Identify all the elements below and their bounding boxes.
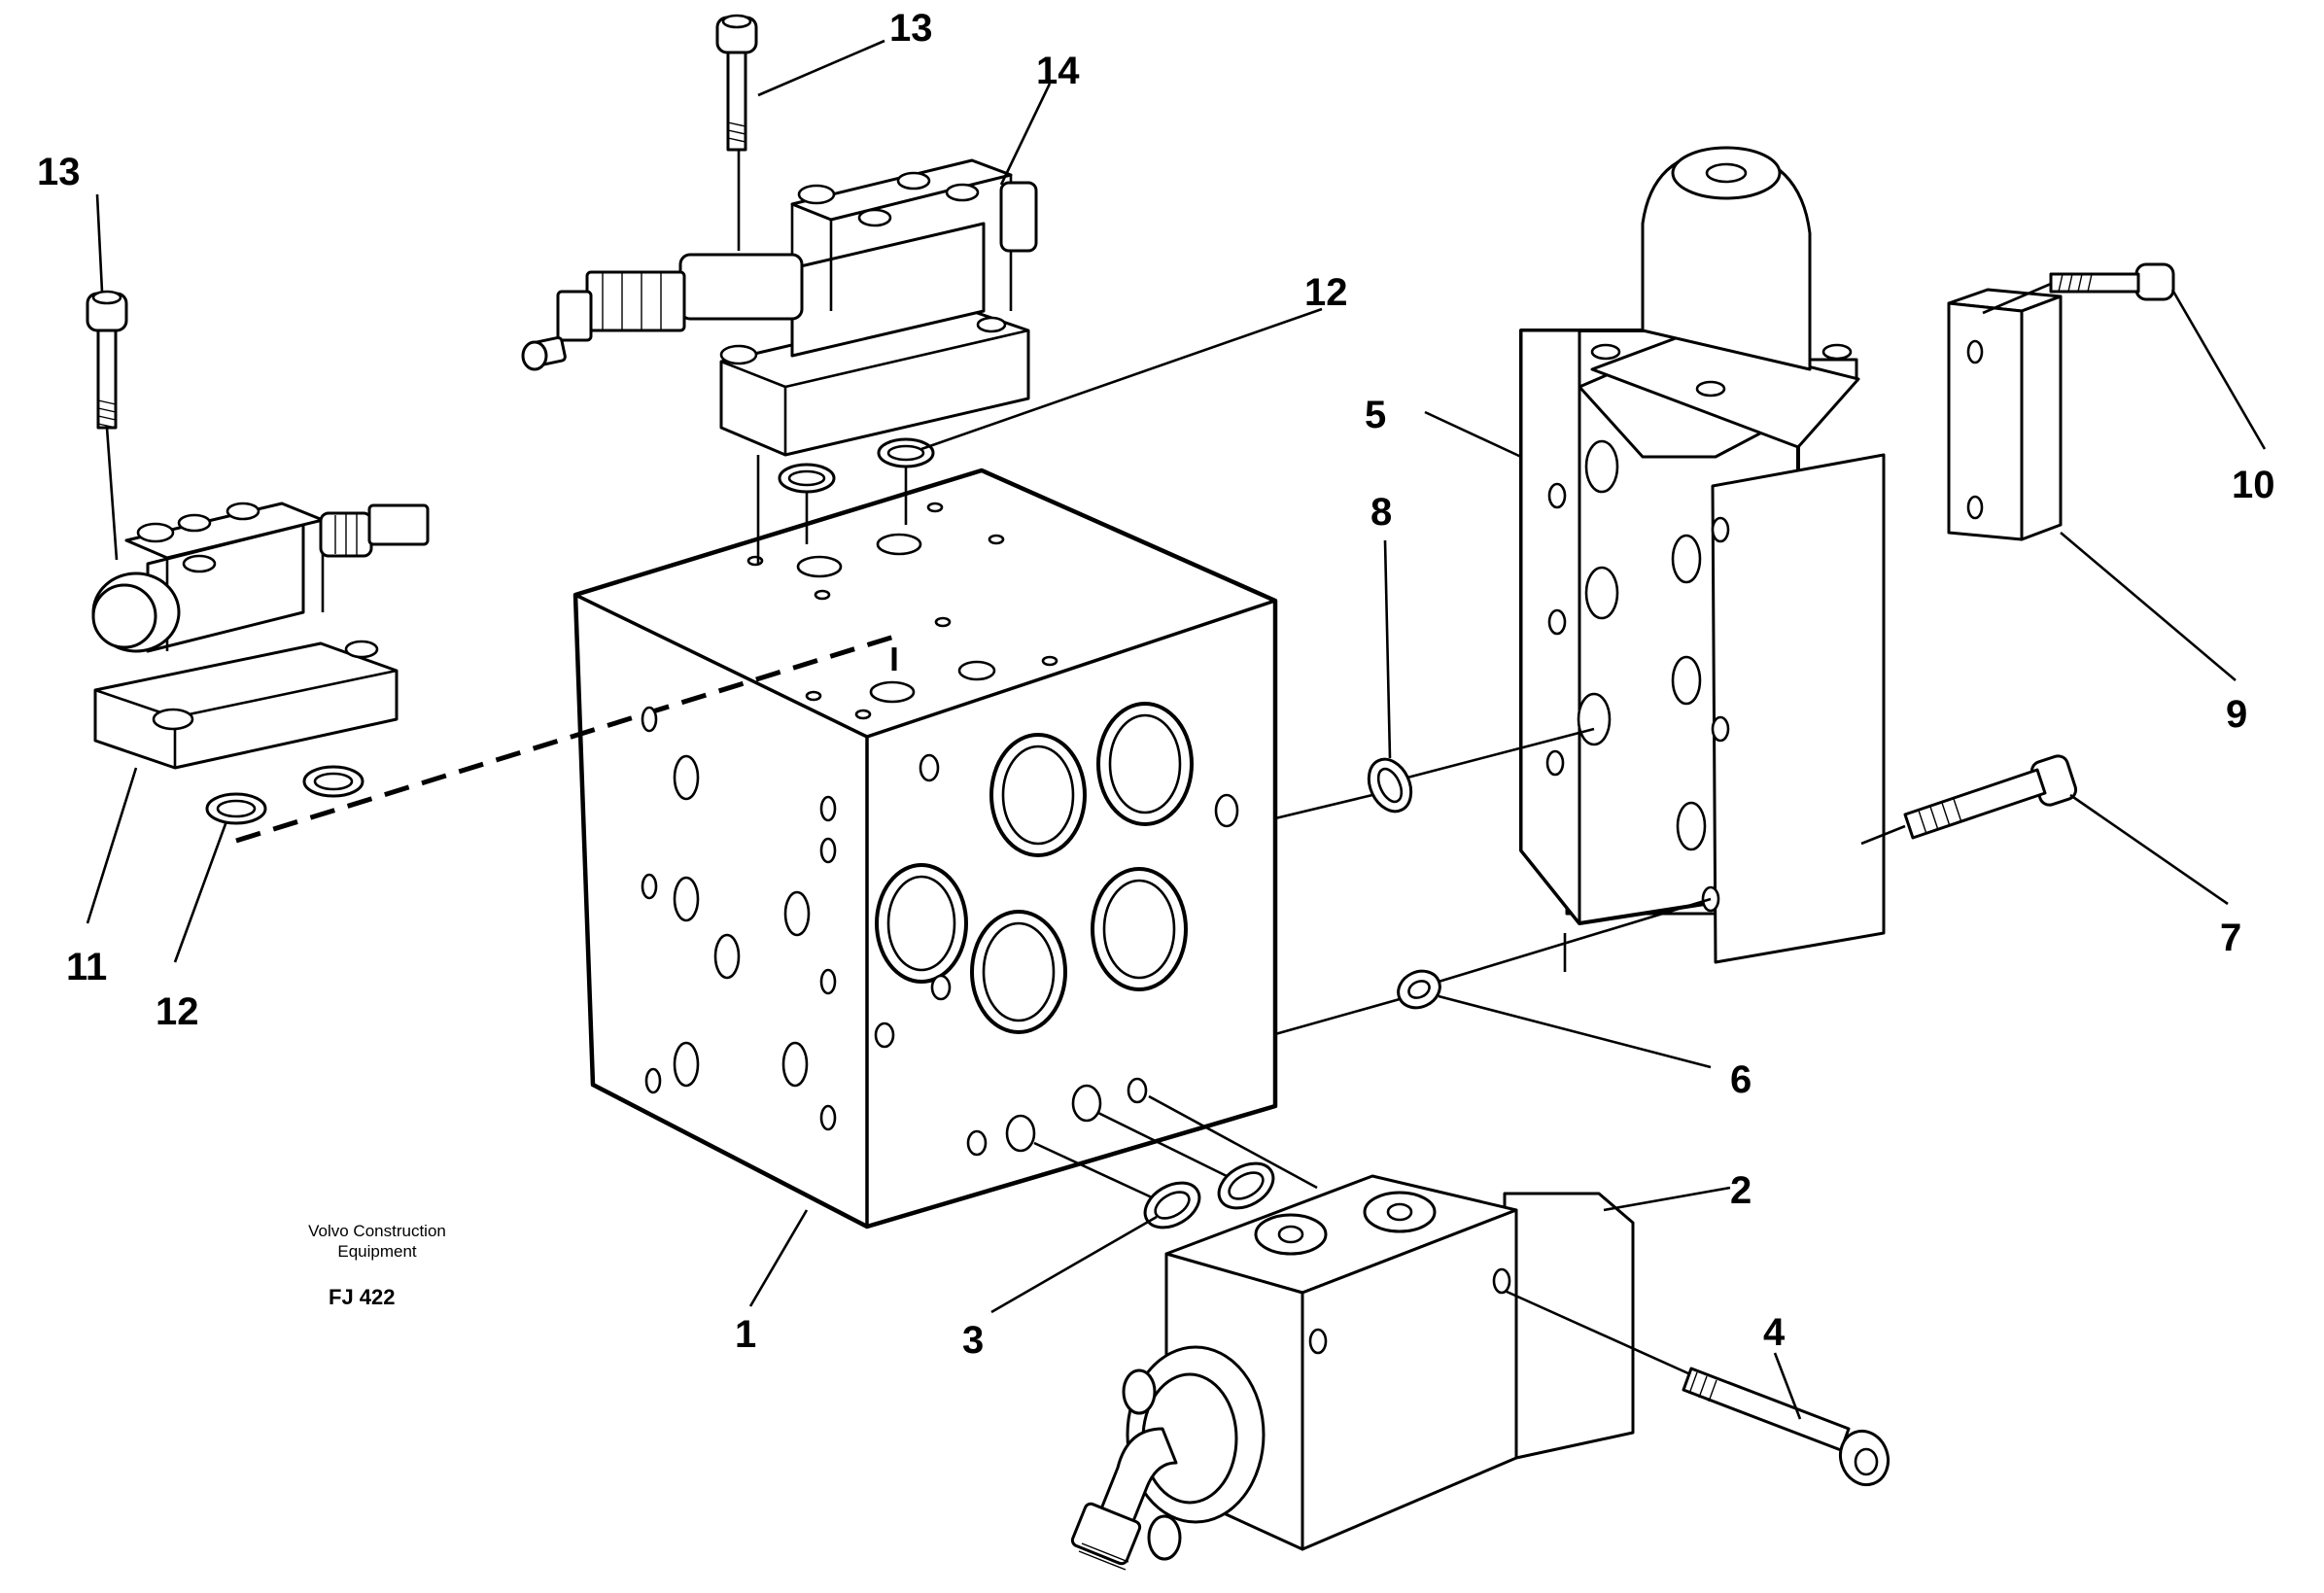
seal-rings-top <box>756 437 935 564</box>
callout-5: 5 <box>1365 394 1386 436</box>
callout-6: 6 <box>1730 1058 1752 1101</box>
callout-2: 2 <box>1730 1169 1752 1212</box>
pilot-valve-left <box>91 502 430 770</box>
callout-13-left: 13 <box>37 151 81 193</box>
callout-labels: 13 14 13 12 5 10 8 9 7 11 12 6 2 1 3 4 <box>37 7 2275 1362</box>
front-ports <box>875 702 1194 1034</box>
callout-13-top: 13 <box>889 7 933 50</box>
callout-11: 11 <box>66 946 107 988</box>
seal-rings-3 <box>1033 1094 1318 1229</box>
bolt-10 <box>1982 262 2175 315</box>
figure-caption: Volvo Construction Equipment FJ 422 <box>308 1222 446 1309</box>
callout-7: 7 <box>2220 917 2241 959</box>
dashed-transfer-line <box>235 633 897 844</box>
seal-ring-6 <box>1274 897 1712 1036</box>
pilot-valve-top <box>521 158 1038 457</box>
callout-12-left: 12 <box>156 990 199 1033</box>
seal-rings-left <box>205 765 364 825</box>
callout-4: 4 <box>1763 1311 1786 1354</box>
callout-14: 14 <box>1036 50 1080 92</box>
spacer-block <box>1947 288 2063 541</box>
bolt-13-left <box>86 290 128 561</box>
bolt-4 <box>1504 1289 1890 1487</box>
figure-code: FJ 422 <box>329 1285 396 1309</box>
leader-lines <box>86 39 2267 1420</box>
brand-line-2: Equipment <box>337 1242 417 1261</box>
main-valve-block <box>235 468 1278 1229</box>
callout-12-top: 12 <box>1304 271 1348 314</box>
seal-ring-8 <box>1274 727 1595 820</box>
bottom-valve <box>1070 1174 1635 1571</box>
solenoid-valve <box>1519 146 1886 972</box>
callout-9: 9 <box>2226 693 2247 736</box>
bolt-13-top <box>715 14 758 251</box>
bolt-7 <box>1860 754 2078 846</box>
callout-10: 10 <box>2232 464 2275 506</box>
callout-3: 3 <box>962 1319 984 1362</box>
callout-1: 1 <box>735 1313 756 1356</box>
brand-line-1: Volvo Construction <box>308 1222 446 1240</box>
callout-8: 8 <box>1370 491 1392 534</box>
